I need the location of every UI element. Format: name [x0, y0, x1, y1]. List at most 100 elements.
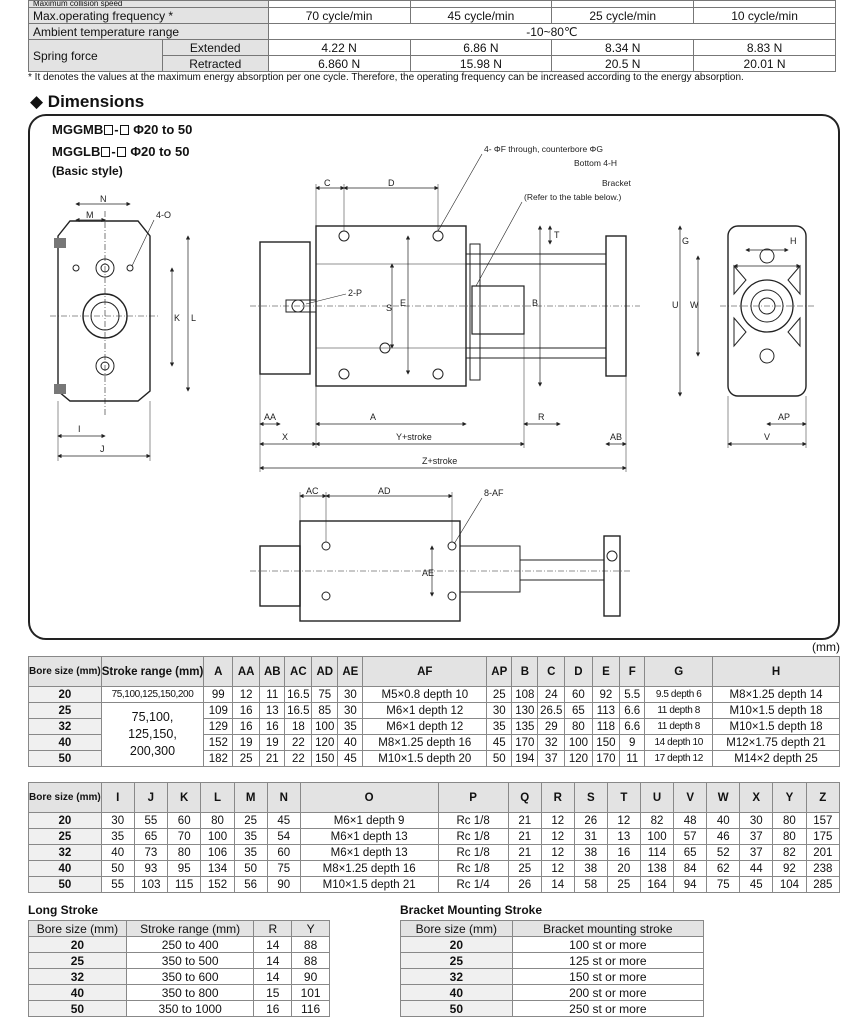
side-view: C D T 2-P S E B 4- ΦF through, counterbo… — [250, 144, 640, 472]
label-ff: 4- ΦF through, counterbore ΦG — [484, 144, 603, 154]
table-cell: 120 — [311, 734, 339, 751]
bore-cell: 25 — [28, 828, 102, 845]
spec-cut-label: Maximum collision speed — [28, 0, 269, 8]
bore-cell: 20 — [28, 812, 102, 829]
table-cell: 25 — [486, 686, 513, 703]
table-cell: 15 — [253, 984, 293, 1001]
label-refer: (Refer to the table below.) — [524, 192, 622, 202]
table-header: AP — [486, 656, 513, 687]
table-cell: 38 — [573, 860, 608, 877]
label-g: G — [682, 236, 689, 246]
table-cell: 25 — [507, 860, 542, 877]
table-cell: 55 — [133, 812, 169, 829]
table-cell: 238 — [805, 860, 841, 877]
table-cell: 12 — [606, 812, 641, 829]
table-cell: 58 — [573, 876, 608, 893]
table-cell: 200 st or more — [511, 984, 705, 1001]
table-cell: Rc 1/4 — [437, 876, 509, 893]
spec-cell: 8.83 N — [693, 39, 836, 56]
spec-cell: 20.5 N — [551, 55, 695, 72]
table-header: Bore size (mm) — [28, 656, 102, 687]
label-t: T — [554, 230, 560, 240]
bore-cell: 32 — [28, 718, 102, 735]
dimension-table-1: Bore size (mm) Stroke range (mm) A AA AB… — [28, 656, 840, 767]
bore-cell: 50 — [28, 1000, 127, 1017]
table-header: AC — [284, 656, 313, 687]
table-cell: 29 — [537, 718, 566, 735]
table-cell: 92 — [591, 686, 621, 703]
table-cell: 12 — [540, 860, 575, 877]
dimension-table-2: Bore size (mm) I J K L M N O P Q R S T U… — [28, 782, 841, 893]
label-aa: AA — [264, 412, 276, 422]
table-header: AF — [362, 656, 488, 687]
table-cell: 104 — [772, 876, 807, 893]
table-cell: 21 — [507, 812, 542, 829]
table-cell: 164 — [639, 876, 675, 893]
table-cell: 16.5 — [284, 686, 313, 703]
table-cell: 12 — [232, 686, 261, 703]
label-n: N — [100, 194, 107, 204]
bore-cell: 32 — [400, 968, 513, 985]
table-cell: 82 — [772, 844, 807, 861]
label-h: H — [790, 236, 797, 246]
table-cell: 16 — [232, 702, 261, 719]
table-cell: 6.6 — [619, 718, 646, 735]
spec-row-temperature: Ambient temperature range -10~80℃ — [28, 23, 837, 40]
table-cell: 35 — [486, 718, 513, 735]
label-ae: AE — [422, 568, 434, 578]
table-header: Q — [507, 782, 542, 813]
spec-table: Maximum collision speed Max.operating fr… — [28, 0, 837, 72]
table-cell: 9.5 depth 6 — [644, 686, 714, 703]
table-cell: 285 — [805, 876, 841, 893]
table-cell: 11 — [619, 750, 646, 767]
spec-row-frequency: Max.operating frequency * 70 cycle/min 4… — [28, 7, 836, 24]
table-cell: M10×1.5 depth 18 — [712, 702, 840, 719]
drawing-frame: MGGMB- Φ20 to 50 MGGLB- Φ20 to 50 (Basic… — [28, 114, 840, 640]
table-header: Bore size (mm) — [400, 920, 513, 937]
spec-cell: 6.86 N — [409, 39, 553, 56]
table-cell: 26 — [507, 876, 542, 893]
table-header: AB — [259, 656, 286, 687]
table-cell: 30 — [337, 702, 364, 719]
table-cell: 116 — [291, 1000, 330, 1017]
table-header: P — [437, 782, 509, 813]
table-header: D — [564, 656, 593, 687]
table-header: M — [233, 782, 268, 813]
left-end-view: N M 4-O K L I J — [50, 194, 196, 461]
spec-cell: 10 cycle/min — [693, 7, 836, 24]
table-cell: 114 — [639, 844, 675, 861]
label-w: W — [690, 300, 699, 310]
spec-cell: 8.34 N — [551, 39, 695, 56]
table-cell: 80 — [167, 844, 202, 861]
table-cell: 152 — [200, 876, 235, 893]
table-cell: 150 — [591, 734, 621, 751]
table-cell: 115 — [167, 876, 202, 893]
table-header-row: Bore size (mm) Stroke range (mm) A AA AB… — [28, 656, 840, 687]
table-cell: 65 — [564, 702, 593, 719]
table-cell: 60 — [564, 686, 593, 703]
table-cell: 16 — [253, 1000, 293, 1017]
label-ystroke: Y+stroke — [396, 432, 432, 442]
table-cell: 46 — [706, 828, 741, 845]
table-header: V — [673, 782, 708, 813]
label-r: R — [538, 412, 545, 422]
model-title-2: MGGLB- Φ20 to 50 — [52, 144, 190, 159]
table-cell: 100 st or more — [511, 936, 705, 953]
label-e: E — [400, 298, 406, 308]
table-cell: 138 — [639, 860, 675, 877]
table-cell: 65 — [133, 828, 169, 845]
label-ab: AB — [610, 432, 622, 442]
table-header: G — [644, 656, 714, 687]
table-cell: 30 — [100, 812, 135, 829]
table-cell: M12×1.75 depth 21 — [712, 734, 840, 751]
table-cell: 35 — [337, 718, 364, 735]
table-cell: 75 — [266, 860, 301, 877]
table-cell: 152 — [203, 734, 234, 751]
